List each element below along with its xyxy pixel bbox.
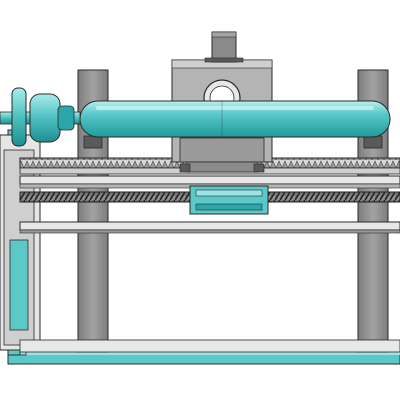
carriage-slider (189, 185, 269, 215)
chuck (0, 87, 81, 147)
spindle-tube (79, 100, 391, 138)
motor (204, 31, 244, 63)
bottom-crossbar (19, 339, 400, 353)
